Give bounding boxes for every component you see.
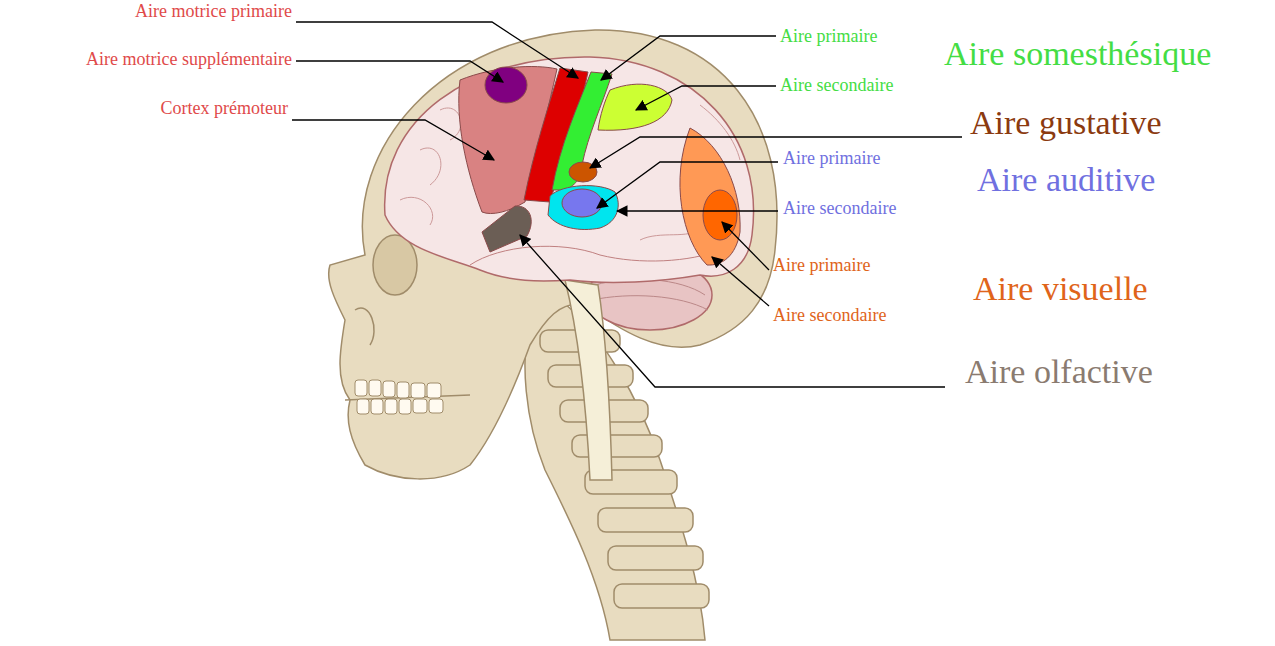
- supplementary-motor-area: [485, 67, 527, 103]
- area-heading: Aire gustative: [970, 104, 1162, 141]
- area-label: Cortex prémoteur: [161, 99, 288, 119]
- area-heading: Aire olfactive: [965, 353, 1153, 390]
- area-label: Aire secondaire: [773, 306, 886, 326]
- primary-somatosensory-area: [552, 72, 612, 190]
- secondary-auditory-area: [548, 186, 618, 230]
- secondary-somatosensory-area: [598, 84, 672, 130]
- primary-auditory-area: [562, 189, 602, 217]
- area-heading: Aire auditive: [977, 161, 1155, 198]
- area-label: Aire primaire: [773, 256, 870, 276]
- area-heading: Aire somesthésique: [944, 35, 1211, 72]
- spine: [525, 300, 709, 640]
- cortical-areas: [459, 67, 740, 266]
- brain: [385, 57, 754, 480]
- area-label: Aire secondaire: [780, 76, 893, 96]
- area-label: Aire primaire: [780, 27, 877, 47]
- olfactory-area: [482, 206, 531, 252]
- area-label: Aire secondaire: [783, 199, 896, 219]
- skull: [329, 30, 777, 479]
- secondary-visual-area: [680, 128, 740, 265]
- gustatory-area: [569, 162, 597, 182]
- leader-lines: [292, 22, 962, 387]
- area-label: Aire motrice supplémentaire: [86, 50, 292, 70]
- area-heading: Aire visuelle: [973, 270, 1148, 307]
- area-label: Aire motrice primaire: [135, 2, 292, 22]
- area-label: Aire primaire: [783, 149, 880, 169]
